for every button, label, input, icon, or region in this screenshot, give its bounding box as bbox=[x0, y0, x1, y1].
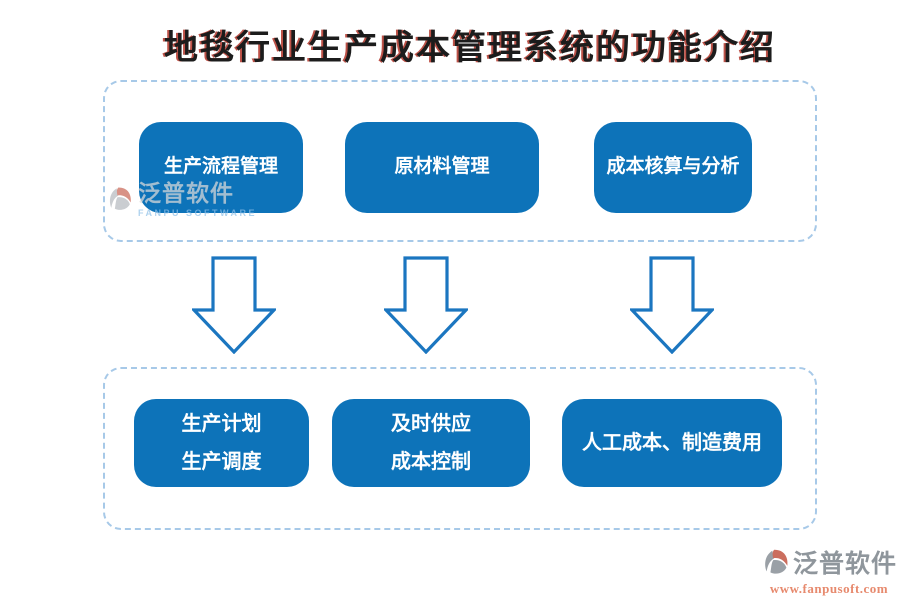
down-arrow-icon bbox=[384, 256, 468, 354]
node-label: 原材料管理 bbox=[394, 156, 490, 178]
footer-brand-url: www.fanpusoft.com bbox=[769, 581, 889, 596]
node-cost-accounting-analysis: 成本核算与分析 bbox=[594, 122, 752, 213]
node-label: 成本核算与分析 bbox=[606, 156, 740, 178]
node-timely-supply-cost-control: 及时供应 成本控制 bbox=[332, 399, 530, 487]
fanpu-logo-icon bbox=[765, 549, 788, 574]
down-arrow-icon bbox=[192, 256, 276, 354]
node-label: 生产流程管理 bbox=[163, 156, 278, 178]
footer-brand-block: 泛普软件 www.fanpusoft.com bbox=[760, 544, 898, 597]
node-production-plan-schedule: 生产计划 生产调度 bbox=[134, 399, 309, 487]
top-function-group: 生产流程管理 原材料管理 成本核算与分析 bbox=[103, 80, 817, 242]
node-label-line2: 生产调度 bbox=[181, 451, 262, 473]
page-title: 地毯行业生产成本管理系统的功能介绍 bbox=[164, 30, 776, 67]
footer-brand-row: 泛普软件 bbox=[760, 544, 898, 580]
down-arrow-icon bbox=[630, 256, 714, 354]
node-raw-material-management: 原材料管理 bbox=[345, 122, 539, 213]
node-label: 人工成本、制造费用 bbox=[582, 432, 762, 454]
footer-brand-name: 泛普软件 bbox=[792, 551, 897, 578]
node-production-process-management: 生产流程管理 bbox=[139, 122, 303, 213]
node-label-line1: 生产计划 bbox=[181, 413, 262, 435]
bottom-function-group: 生产计划 生产调度 及时供应 成本控制 人工成本、制造费用 bbox=[103, 367, 817, 530]
node-label-line1: 及时供应 bbox=[391, 413, 471, 435]
node-labor-cost-manufacturing-expense: 人工成本、制造费用 bbox=[562, 399, 782, 487]
node-label-line2: 成本控制 bbox=[391, 451, 471, 473]
